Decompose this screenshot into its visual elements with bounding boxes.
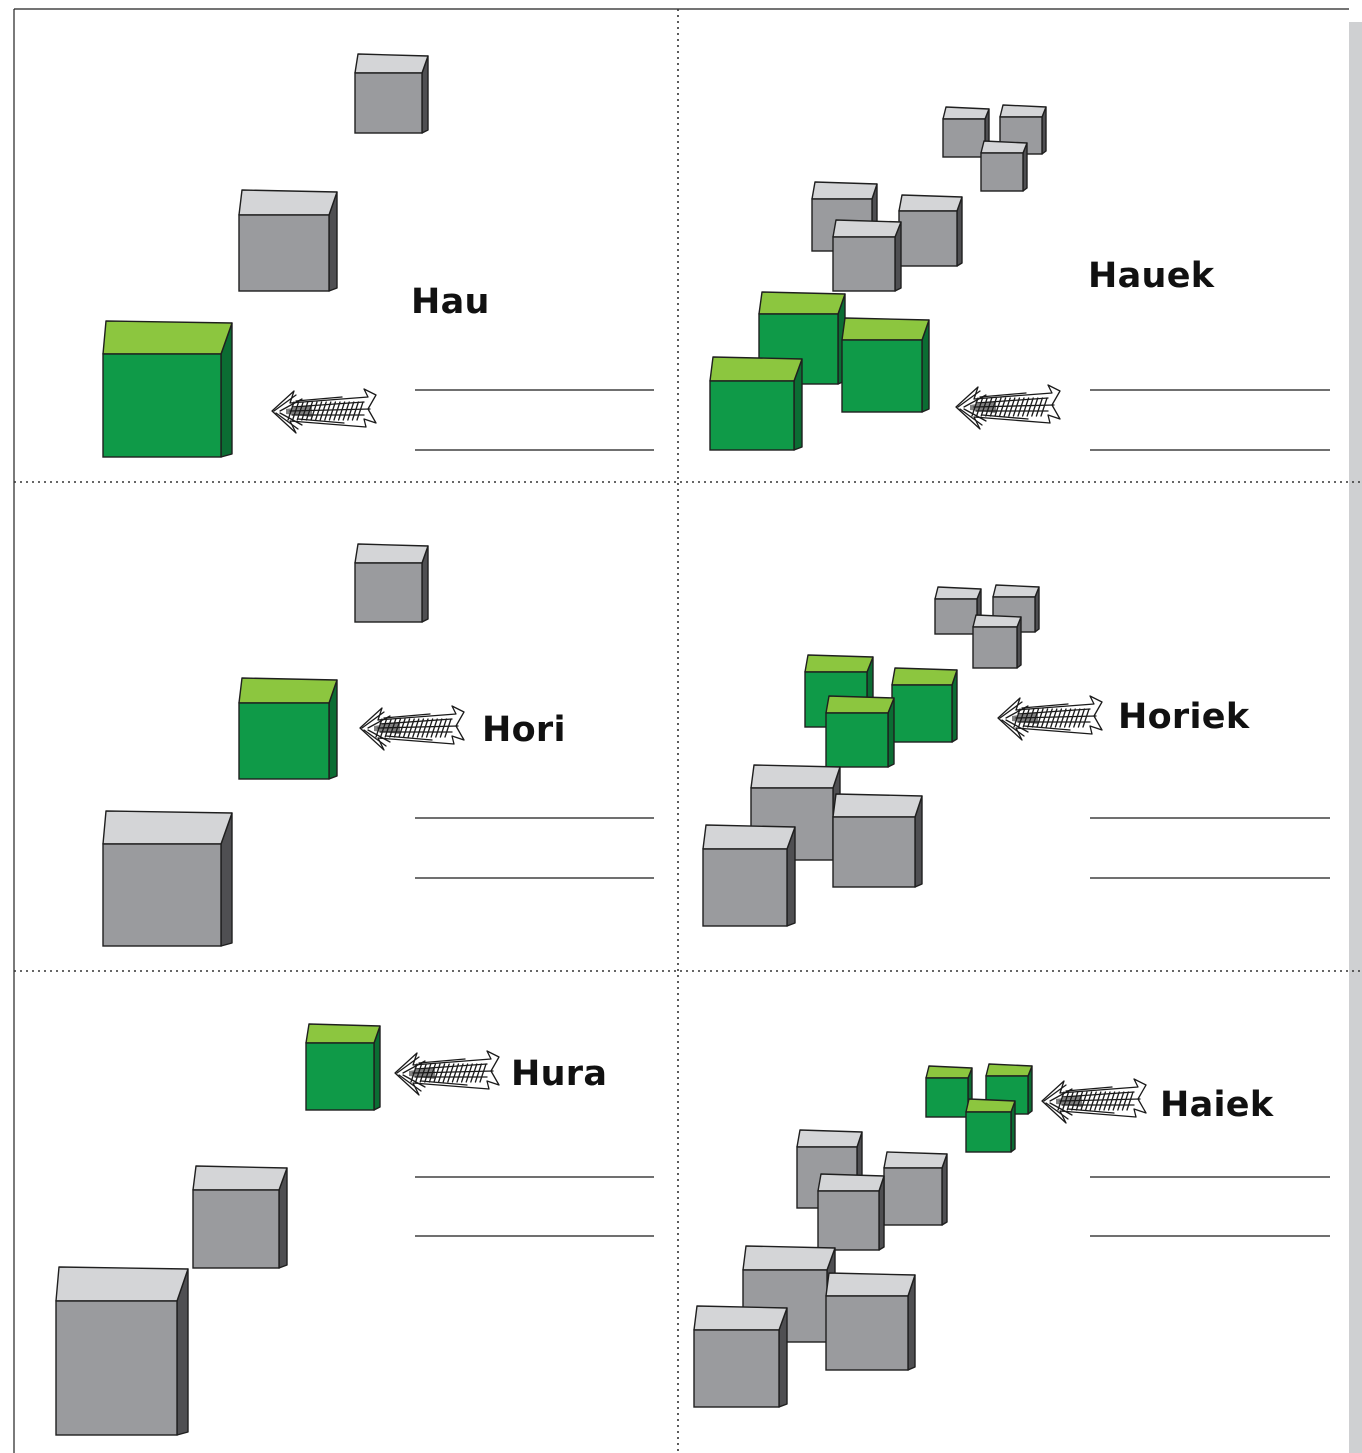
hura-small-green-cube — [305, 1023, 381, 1111]
cubes-layer — [55, 53, 1047, 1436]
horiek-gray-cube-2 — [832, 793, 923, 888]
haiek-green-cube-2 — [925, 1065, 973, 1118]
hauek-medium-cube-3 — [832, 219, 902, 292]
card-hauek-word: Hauek — [1088, 256, 1215, 296]
card-hau-word: Hau — [411, 282, 490, 322]
hori-small-cube — [354, 543, 429, 623]
horiek-gray-cube-3 — [702, 824, 796, 927]
hauek-arrow-icon — [955, 384, 1061, 430]
card-haiek-word: Haiek — [1160, 1085, 1274, 1125]
card-hura-word: Hura — [511, 1054, 608, 1094]
hori-arrow-icon — [359, 705, 465, 751]
hura-large-cube — [55, 1266, 189, 1436]
horiek-arrow-icon — [997, 695, 1103, 741]
right-margin-band — [1349, 22, 1362, 1453]
hauek-medium-cube-2 — [898, 194, 963, 267]
hau-small-cube — [354, 53, 429, 134]
hori-large-cube — [102, 810, 233, 947]
arrows-layer — [271, 384, 1147, 1124]
haiek-gray-cube-5 — [825, 1272, 916, 1371]
hauek-green-cube-3 — [709, 356, 803, 451]
haiek-gray-cube-2 — [883, 1151, 948, 1226]
hura-medium-cube — [192, 1165, 288, 1269]
hau-large-green-cube — [102, 320, 233, 458]
haiek-green-cube-3 — [965, 1098, 1016, 1153]
haiek-gray-cube-3 — [817, 1173, 885, 1251]
horiek-small-cube-3 — [972, 614, 1022, 669]
hori-medium-green-cube — [238, 677, 338, 780]
haiek-arrow-icon — [1041, 1078, 1147, 1124]
writing-lines-layer — [415, 389, 1330, 1237]
hura-arrow-icon — [394, 1050, 500, 1096]
card-horiek-word: Horiek — [1118, 697, 1250, 737]
hau-medium-cube — [238, 189, 338, 292]
horiek-green-cube-3 — [825, 695, 895, 768]
horiek-small-cube-2 — [934, 586, 982, 635]
card-hori-word: Hori — [482, 710, 566, 750]
hau-arrow-icon — [271, 388, 377, 434]
hauek-small-cube-3 — [980, 140, 1028, 192]
horiek-green-cube-2 — [891, 667, 958, 743]
horiek-small-cube-1 — [992, 584, 1040, 633]
hauek-green-cube-2 — [841, 317, 930, 413]
haiek-gray-cube-6 — [693, 1305, 788, 1408]
